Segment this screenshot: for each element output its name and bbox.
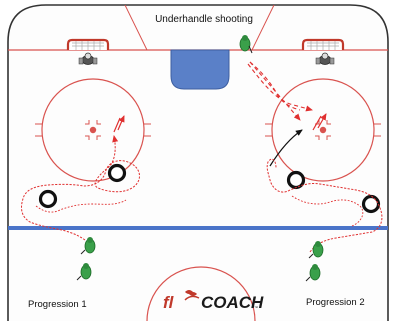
ref-area-right-line — [251, 5, 275, 51]
faceoff-circle-right — [265, 78, 381, 182]
player-icon — [76, 263, 92, 281]
player-icon — [305, 264, 321, 282]
tire-icon — [38, 189, 58, 209]
pass-arrow-icon — [249, 61, 301, 111]
shot-arrow-icon — [269, 129, 303, 167]
player-icon — [239, 35, 253, 54]
faceoff-dot — [89, 126, 97, 134]
skate-path-icon — [21, 135, 140, 241]
tire-icon — [361, 194, 381, 214]
player-icon — [80, 237, 96, 255]
shot-arrow-icon — [117, 115, 125, 131]
skate-path-icon — [266, 158, 383, 253]
logo-text-coach: COACH — [201, 293, 264, 312]
ref-area-left-line — [124, 5, 148, 51]
drill-title: Underhandle shooting — [155, 14, 253, 25]
goalie-icon — [315, 52, 335, 65]
progression-2-label: Progression 2 — [306, 297, 365, 308]
hockey-net-icon — [66, 38, 110, 50]
flowcoach-logo: fl COACH ™ — [163, 290, 264, 312]
skate-path-icon — [291, 195, 364, 227]
goal-crease — [170, 49, 230, 90]
hockey-net-icon — [301, 38, 345, 50]
logo-text-fl: fl — [163, 293, 175, 312]
logo-trademark: ™ — [254, 305, 258, 310]
skate-path-icon — [35, 199, 127, 213]
rink-boards — [7, 4, 389, 321]
shot-arrow-icon — [317, 113, 327, 129]
faceoff-dot — [319, 126, 327, 134]
player-icon — [308, 241, 324, 259]
blue-line — [8, 226, 388, 230]
faceoff-circle-left — [35, 78, 151, 182]
progression-1-label: Progression 1 — [28, 299, 87, 310]
pass-arrow-icon — [247, 63, 313, 112]
logo-mark-icon — [184, 290, 200, 301]
shot-arrow-icon — [113, 117, 121, 133]
tire-icon — [107, 163, 127, 183]
shot-arrow-icon — [312, 115, 322, 131]
center-circle — [146, 266, 256, 321]
goalie-icon — [78, 52, 98, 65]
